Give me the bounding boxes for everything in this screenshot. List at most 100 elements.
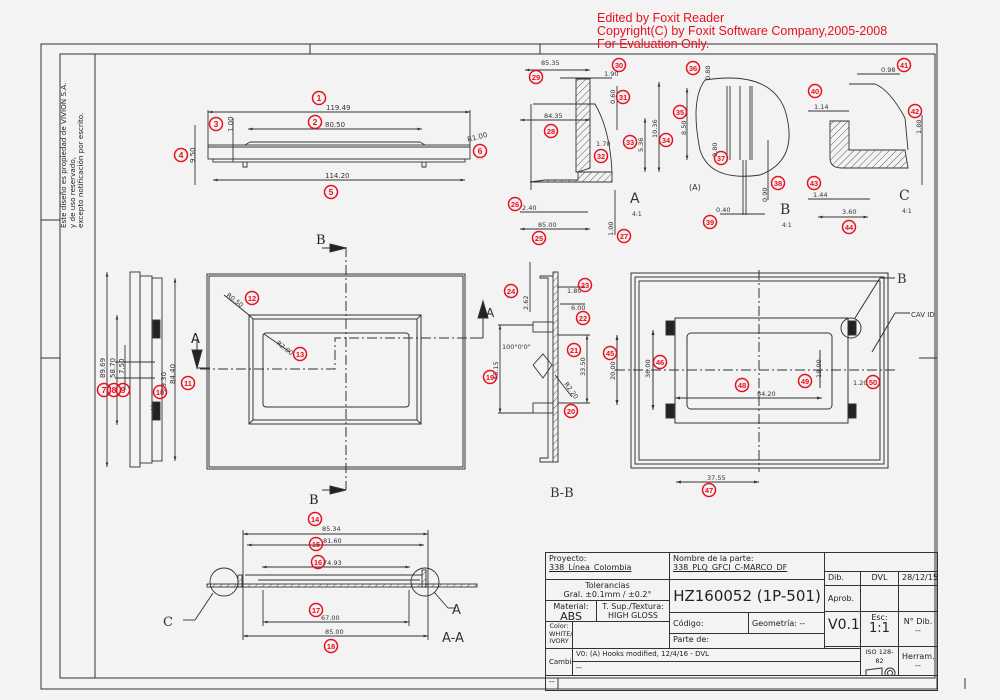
back-view bbox=[615, 270, 910, 484]
balloon-circle bbox=[575, 310, 591, 326]
balloon-number: 33 bbox=[626, 138, 634, 147]
balloon-circle bbox=[622, 134, 638, 150]
balloon-number: 13 bbox=[296, 350, 304, 359]
balloon-circle bbox=[652, 354, 668, 370]
balloon-5: 5 bbox=[323, 184, 339, 200]
balloon-circle bbox=[566, 342, 582, 358]
balloon-32: 32 bbox=[593, 148, 609, 164]
side-view bbox=[105, 271, 177, 468]
ndib-cell: N° Dib. -- bbox=[898, 611, 938, 647]
nombre-cell: Nombre de la parte: 338_PLQ_GFCI_C-MARCO… bbox=[669, 552, 825, 580]
dim-text: R2.00 bbox=[275, 339, 295, 357]
balloon-circle bbox=[593, 148, 609, 164]
balloon-circle bbox=[173, 147, 189, 163]
watermark-line: Copyright(C) by Foxit Software Company,2… bbox=[597, 24, 888, 38]
balloon-number: 26 bbox=[511, 200, 519, 209]
dim-text: 0.80 bbox=[711, 143, 719, 157]
balloon-number: 21 bbox=[570, 346, 578, 355]
section-aa-dims: 85.34 81.60 74.93 67.00 85.00 C A A-A bbox=[163, 525, 464, 646]
balloon-circle bbox=[307, 114, 323, 130]
balloon-11: 11 bbox=[180, 375, 196, 391]
balloon-circle bbox=[841, 219, 857, 235]
balloon-circle bbox=[96, 382, 112, 398]
front-view bbox=[200, 247, 480, 490]
textura-value: HIGH GLOSS bbox=[608, 611, 658, 620]
title-block: Proyecto: 338_Línea_Colombia Nombre de l… bbox=[545, 552, 938, 691]
watermark-line: Edited by Foxit Reader bbox=[597, 11, 725, 25]
dim-text: A) bbox=[150, 404, 158, 412]
balloon-number: 11 bbox=[184, 379, 192, 388]
balloon-circle bbox=[896, 57, 912, 73]
back-view-dims: 20.00 36.00 84.20 18.00 1.20 37.55 CAV I… bbox=[609, 272, 935, 482]
footer-cell: -- bbox=[545, 675, 938, 691]
balloon-circle bbox=[713, 150, 729, 166]
balloon-circle bbox=[503, 283, 519, 299]
tolerancias-value: Gral. ±0.1mm / ±0.2° bbox=[563, 590, 652, 599]
balloon-number: 16 bbox=[314, 558, 322, 567]
side-view-dims: 89.69 58.70 7.50 29.30 84.40 A) bbox=[99, 358, 177, 412]
balloon-number: 17 bbox=[312, 606, 320, 615]
section-arrow-a-right: A bbox=[470, 299, 495, 339]
balloon-circle bbox=[770, 175, 786, 191]
dim-text: 84.40 bbox=[169, 364, 177, 384]
balloon-18: 18 bbox=[323, 638, 339, 654]
dim-text: 33.50 bbox=[579, 357, 587, 376]
balloon-number: 45 bbox=[606, 349, 614, 358]
material-cell: Material: ABS bbox=[545, 600, 597, 622]
escala-cell: Esc: 1:1 bbox=[860, 611, 899, 647]
balloon-21: 21 bbox=[566, 342, 582, 358]
balloon-circle bbox=[311, 90, 327, 106]
dim-text: 1.80 bbox=[567, 287, 581, 295]
dim-text: 85.00 bbox=[538, 221, 557, 229]
aprob-label: Aprob. bbox=[824, 585, 861, 612]
balloon-number: 23 bbox=[581, 281, 589, 290]
dim-text: 2.40 bbox=[522, 204, 536, 212]
section-label: A bbox=[191, 332, 200, 347]
balloon-45: 45 bbox=[602, 345, 618, 361]
balloon-circle bbox=[323, 184, 339, 200]
balloon-number: 15 bbox=[312, 540, 320, 549]
balloon-number: 29 bbox=[532, 73, 540, 82]
balloon-23: 23 bbox=[577, 277, 593, 293]
dim-text: 37.55 bbox=[707, 474, 726, 482]
cav-id-label: CAV ID bbox=[911, 311, 935, 319]
balloon-15: 15 bbox=[308, 536, 324, 552]
balloon-circle bbox=[208, 116, 224, 132]
dim-text: 9.50 bbox=[189, 147, 197, 163]
dim-text: 80.50 bbox=[325, 121, 345, 129]
dim-text: 45.15 bbox=[492, 361, 500, 380]
dim-text: 0.90 bbox=[761, 188, 769, 202]
color-blank bbox=[572, 621, 670, 649]
dim-text: 10.36 bbox=[651, 119, 659, 138]
balloon-circle bbox=[106, 382, 122, 398]
balloon-circle bbox=[308, 536, 324, 552]
balloon-number: 37 bbox=[717, 154, 725, 163]
balloon-number: 25 bbox=[535, 234, 543, 243]
balloon-47: 47 bbox=[701, 482, 717, 498]
detail-c-dims: 0.98 1.14 1.80 1.44 3.60 C 4:1 bbox=[813, 66, 923, 216]
balloon-circle bbox=[180, 375, 196, 391]
section-arrows-b: B B bbox=[309, 233, 347, 508]
ndib-label: N° Dib. bbox=[903, 617, 933, 626]
dim-text: 1.20 bbox=[853, 379, 867, 387]
balloon-48: 48 bbox=[734, 377, 750, 393]
balloon-6: 6 bbox=[472, 143, 488, 159]
balloon-35: 35 bbox=[672, 104, 688, 120]
balloon-8: 8 bbox=[106, 382, 122, 398]
balloon-number: 12 bbox=[248, 294, 256, 303]
dim-text: 1.00 bbox=[607, 222, 615, 236]
balloon-30: 30 bbox=[611, 57, 627, 73]
version: V0.1 bbox=[824, 611, 861, 647]
dim-text: 85.00 bbox=[325, 628, 344, 636]
dim-text: 5.36 bbox=[637, 138, 645, 152]
balloon-circle bbox=[865, 374, 881, 390]
balloon-number: 42 bbox=[911, 107, 919, 116]
balloon-number: 34 bbox=[662, 136, 671, 145]
tolerancias-label: Tolerancias bbox=[585, 581, 630, 590]
cambio-1: V0: (A) Hooks modified, 12/4/16 - DVL bbox=[572, 648, 861, 662]
dim-text: 0.60 bbox=[609, 90, 617, 104]
part-number: HZ160052 (1P-501) bbox=[669, 579, 825, 613]
balloon-36: 36 bbox=[685, 60, 701, 76]
dim-text: 0.40 bbox=[716, 206, 730, 214]
section-aa-view bbox=[183, 530, 478, 640]
